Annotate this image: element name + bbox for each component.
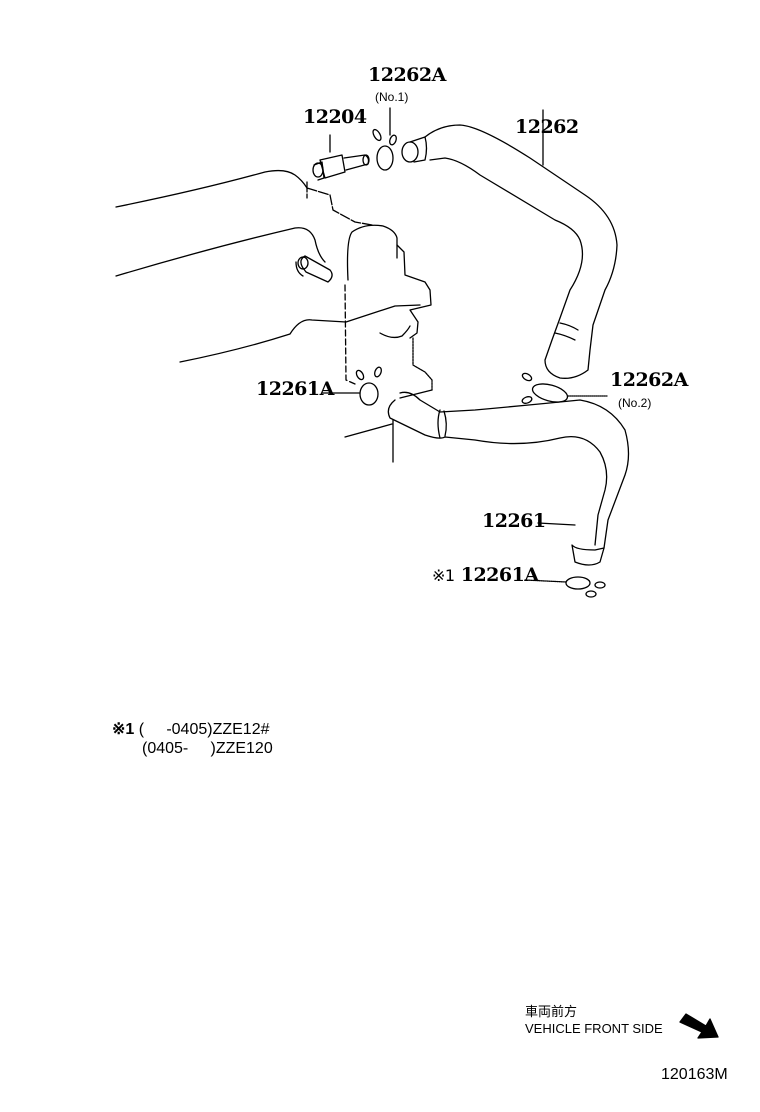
part-label-12204[interactable]: 12204 [303, 106, 367, 128]
part-label-12261[interactable]: 12261 [482, 510, 546, 532]
footnote-model: ZZE120 [215, 740, 273, 757]
part-label-12261A-lower[interactable]: ※1 12261A [432, 566, 539, 585]
hose-clip-12262A-no1 [372, 107, 397, 171]
arrow-down-right-icon [679, 1013, 719, 1039]
hose-clip-12262A-no2 [521, 372, 609, 404]
hose-12262 [401, 109, 618, 379]
diagram-code: 120163M [661, 1066, 728, 1083]
footnote-line-1: ※1 ( -0405)ZZE12# [112, 722, 270, 738]
part-qualifier-no1: (No.1) [375, 90, 409, 104]
direction-label-jp: 車両前方 [525, 1004, 578, 1019]
direction-label-en: VEHICLE FRONT SIDE [525, 1021, 663, 1036]
footnote-range: ( -0405) [138, 721, 213, 738]
footnote-marker: ※1 [112, 721, 135, 738]
part-label-12262A-no2[interactable]: 12262A [610, 369, 688, 391]
part-label-12262A-no1[interactable]: 12262A [368, 64, 446, 86]
footnote-model: ZZE12# [212, 721, 270, 738]
pcv-valve-12204 [312, 134, 370, 181]
footnote-line-2: (0405- )ZZE120 [142, 741, 273, 757]
part-label-12262[interactable]: 12262 [515, 116, 579, 138]
hose-clip-12261A-lower [524, 576, 606, 598]
footnote-marker: ※1 [432, 566, 455, 585]
part-qualifier-no2: (No.2) [618, 396, 652, 410]
part-number: 12261A [460, 564, 539, 586]
hose-12261 [387, 391, 630, 566]
footnote-range: (0405- ) [142, 740, 216, 757]
part-label-12261A-upper[interactable]: 12261A [256, 378, 334, 400]
engine-block-outline [115, 169, 433, 463]
hose-clip-12261A-upper [321, 366, 382, 406]
